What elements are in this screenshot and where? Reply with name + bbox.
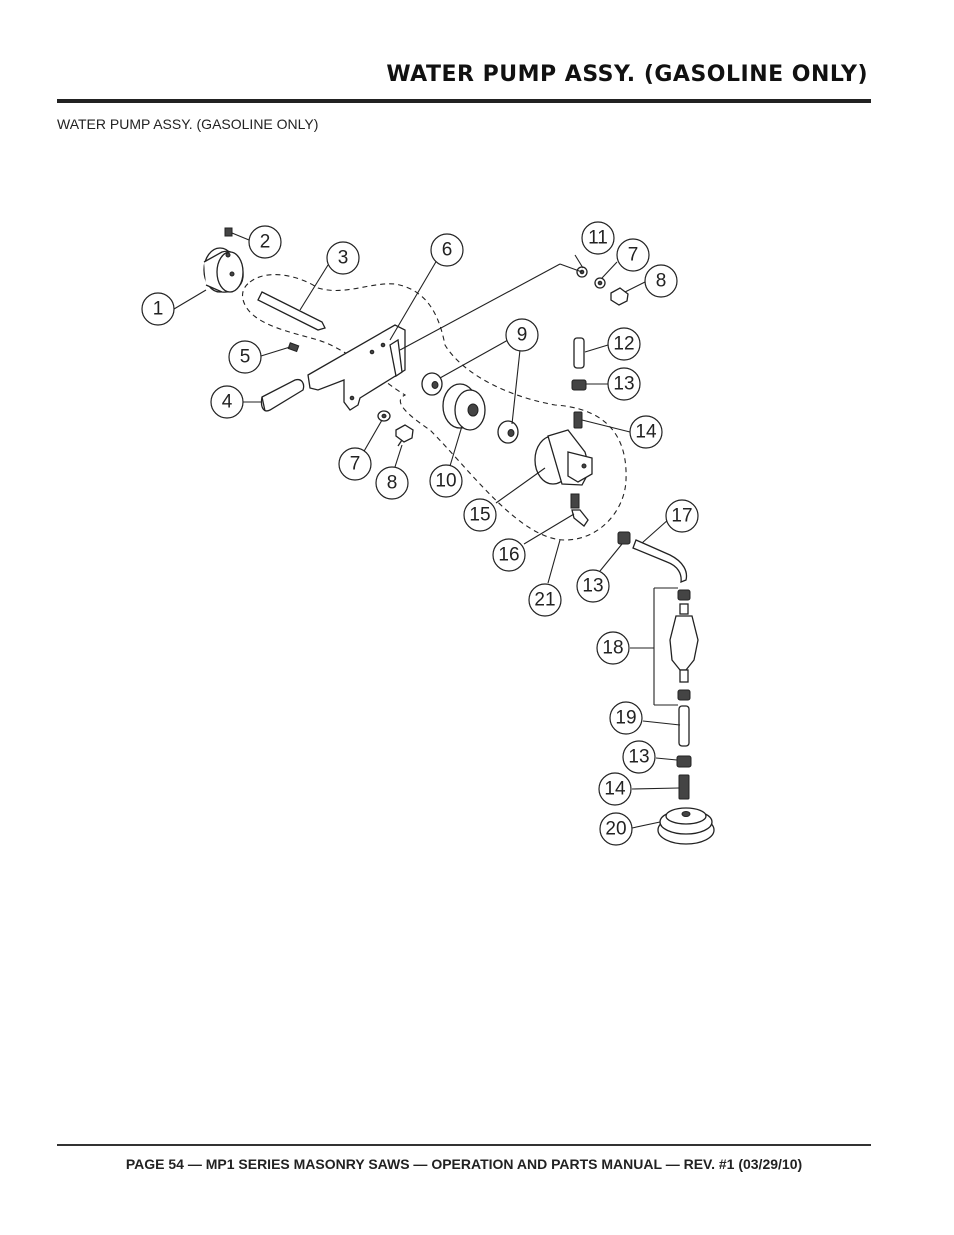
page-title: WATER PUMP ASSY. (GASOLINE ONLY) — [386, 62, 868, 87]
part-19-tube — [678, 705, 690, 747]
callout-label: 18 — [602, 638, 623, 659]
callout-14-upper: 14 — [629, 415, 663, 449]
callout-label: 13 — [613, 374, 634, 395]
callout-label: 10 — [435, 471, 456, 492]
callout-label: 19 — [615, 708, 636, 729]
callout-label: 15 — [469, 505, 490, 526]
callout-1: 1 — [141, 292, 175, 326]
callout-19: 19 — [609, 701, 643, 735]
part-12-tube — [573, 337, 585, 369]
page-footer: PAGE 54 — MP1 SERIES MASONRY SAWS — OPER… — [125, 1156, 803, 1172]
callout-label: 5 — [240, 347, 251, 368]
callout-label: 11 — [588, 228, 608, 249]
part-13-nut-middle — [617, 531, 631, 545]
callout-label: 17 — [671, 506, 692, 527]
callout-9: 9 — [505, 318, 539, 352]
part-8-bolt-right — [610, 287, 629, 306]
callout-label: 9 — [517, 325, 528, 346]
footer-rule — [57, 1144, 871, 1146]
callout-label: 12 — [613, 334, 634, 355]
part-16-elbow — [570, 493, 589, 527]
callout-15: 15 — [463, 498, 497, 532]
callout-label: 6 — [442, 240, 453, 261]
callout-3: 3 — [326, 241, 360, 275]
part-15-pump-body — [534, 429, 593, 486]
leader-lines — [173, 232, 681, 829]
callout-11: 11 — [581, 221, 615, 255]
callout-label: 3 — [338, 248, 349, 269]
part-1-drum — [203, 247, 244, 293]
callout-17: 17 — [665, 499, 699, 533]
part-7-washer-left — [377, 410, 391, 422]
part-8-bolt-left — [395, 424, 414, 447]
callout-6: 6 — [430, 233, 464, 267]
callout-label: 8 — [656, 271, 667, 292]
callout-10: 10 — [429, 464, 463, 498]
callout-label: 16 — [498, 545, 519, 566]
assembly-group-outline — [241, 274, 627, 541]
part-6-bracket — [307, 324, 406, 411]
callout-label: 1 — [153, 299, 164, 320]
part-14-fitting-lower — [678, 774, 690, 800]
callout-label: 21 — [534, 590, 555, 611]
callout-label: 14 — [635, 422, 657, 443]
callout-18: 18 — [596, 631, 630, 665]
callout-label: 14 — [604, 779, 626, 800]
diagram-subtitle: WATER PUMP ASSY. (GASOLINE ONLY) — [57, 116, 319, 132]
header-rule — [57, 99, 871, 103]
part-7-washer-right — [594, 277, 606, 289]
part-14-fitting-upper — [573, 411, 583, 429]
part-20-strainer — [657, 807, 715, 845]
callout-8-left: 8 — [375, 466, 409, 500]
part-9-spacer-lower — [497, 420, 519, 444]
callout-12: 12 — [607, 327, 641, 361]
part-4-block — [260, 378, 305, 412]
part-10-wheel — [442, 383, 486, 431]
callout-13-upper: 13 — [607, 367, 641, 401]
callout-14-lower: 14 — [598, 772, 632, 806]
callout-label: 13 — [582, 576, 603, 597]
callout-7-left: 7 — [338, 447, 372, 481]
callout-label: 20 — [605, 819, 626, 840]
callout-label: 7 — [628, 245, 639, 266]
part-3-shaft — [257, 291, 326, 331]
callout-8-right: 8 — [644, 264, 678, 298]
part-13-nut-upper — [571, 379, 587, 391]
callout-label: 7 — [350, 454, 361, 475]
callout-5: 5 — [228, 340, 262, 374]
callout-4: 4 — [210, 385, 244, 419]
part-17-bent-tube — [632, 539, 688, 584]
callout-21: 21 — [528, 583, 562, 617]
part-13-nut-lower — [676, 755, 692, 768]
callout-7-right: 7 — [616, 238, 650, 272]
callout-13-middle: 13 — [576, 569, 610, 603]
callout-label: 2 — [260, 232, 271, 253]
part-18-primer-bulb — [669, 589, 699, 701]
part-5-screw — [287, 342, 300, 353]
callout-2: 2 — [248, 225, 282, 259]
callout-13-lower: 13 — [622, 740, 656, 774]
callout-20: 20 — [599, 812, 633, 846]
part-2-setscrew — [224, 227, 233, 237]
callout-label: 4 — [222, 392, 233, 413]
part-9-spacer-upper — [421, 372, 443, 396]
callout-label: 8 — [387, 473, 398, 494]
callout-16: 16 — [492, 538, 526, 572]
callout-label: 13 — [628, 747, 649, 768]
